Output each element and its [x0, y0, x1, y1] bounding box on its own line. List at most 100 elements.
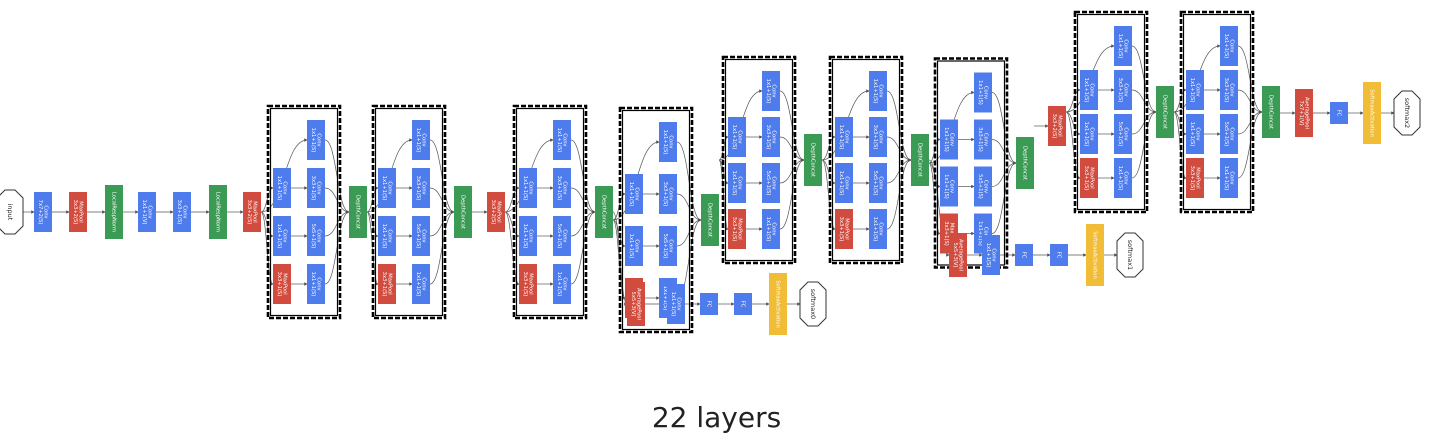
io-label: input [6, 204, 14, 221]
node-rect [1262, 86, 1280, 138]
node-label: FC [740, 301, 746, 308]
node-rect [869, 71, 887, 111]
node-label: MaxPool3x3+1(S) [276, 272, 287, 297]
inception-module-frame [371, 104, 447, 320]
node-rect [1220, 26, 1238, 66]
io-shape [0, 189, 24, 235]
frame-inner-border [724, 58, 794, 262]
node-label: DepthConcat [1268, 95, 1274, 129]
node-rect [1156, 86, 1174, 138]
node-rect [762, 117, 780, 157]
layer-node-conv-1x1-1-s: Conv1x1+1(S) [667, 284, 685, 324]
node-rect [595, 186, 613, 238]
node-label: DepthConcat [810, 143, 816, 177]
node-rect [349, 186, 367, 238]
node-label: Conv1x1+1(S) [977, 80, 988, 105]
node-label: Conv1x1+1(V) [141, 200, 152, 225]
node-rect [627, 282, 645, 326]
layer-node-conv-1x1-1-s: Conv1x1+1(S) [273, 168, 291, 208]
layer-node-conv-1x1-1-s: Conv1x1+1(S) [1080, 114, 1098, 154]
layer-node-conv-1x1-1-s: Conv1x1+1(S) [659, 122, 677, 162]
node-label: AveragePool5x5+3(V) [952, 239, 963, 271]
node-rect [412, 120, 430, 160]
node-rect [1330, 102, 1348, 124]
connection-edge [504, 211, 520, 238]
node-label: Conv1x1+1(S) [943, 174, 954, 199]
node-label: MaxPool3x3+2(S) [72, 200, 83, 225]
node-label: AveragePool7x7+1(V) [1298, 97, 1309, 129]
inception-module-frame [828, 55, 904, 265]
layer-node-localrespnorm: LocalRespNorm [105, 185, 123, 239]
io-shape [1116, 232, 1144, 278]
node-rect [1015, 244, 1033, 266]
node-rect [1186, 158, 1204, 198]
node-label: Conv1x1+1(S) [731, 125, 742, 150]
layer-node-conv-3x3-1-s: Conv3x3+1(S) [1114, 70, 1132, 110]
node-rect [1220, 114, 1238, 154]
node-label: Conv1x1+1(S) [556, 272, 567, 297]
frame-border [1179, 10, 1255, 214]
node-label: AveragePool5x5+3(V) [630, 288, 641, 320]
node-label: Conv3x3+1(S) [1117, 78, 1128, 103]
node-label: DepthConcat [917, 143, 923, 177]
node-label: Conv1x1+1(S) [276, 224, 287, 249]
node-rect [769, 273, 787, 335]
connection-edge [1065, 111, 1081, 136]
layer-node-maxpool-3x3-2-s: MaxPool3x3+2(S) [1048, 106, 1066, 146]
layer-node-depthconcat: DepthConcat [1156, 86, 1174, 138]
node-label: MaxPool3x3+1(S) [1083, 166, 1094, 191]
layer-node-conv-1x1-1-s: Conv1x1+1(S) [307, 120, 325, 160]
connection-edge [366, 211, 379, 286]
node-label: MaxPool3x3+2(S) [490, 200, 501, 225]
node-rect [307, 264, 325, 304]
node-label: Conv1x1+1(S) [628, 234, 639, 259]
node-label: Conv1x1+1(S) [977, 221, 988, 246]
layer-node-conv-5x5-1-s: Conv5x5+1(S) [307, 216, 325, 256]
node-label: Conv3x3+1(S) [556, 176, 567, 201]
layer-node-conv-1x1-1-s: Conv1x1+1(S) [982, 235, 1000, 275]
node-label: Conv1x1+1(S) [522, 224, 533, 249]
node-rect [1220, 70, 1238, 110]
node-rect [173, 192, 191, 232]
node-label: FC [1021, 252, 1027, 259]
frame-border [266, 104, 342, 320]
frame-inner-border [374, 107, 444, 317]
frame-inner-border [515, 107, 585, 317]
node-label: Conv1x1+1(S) [381, 176, 392, 201]
layer-node-softmax1: softmax1 [1116, 232, 1144, 278]
node-rect [519, 264, 537, 304]
node-label: Conv3x3+1(S) [662, 182, 673, 207]
node-label: Conv1x1+1(S) [872, 79, 883, 104]
node-rect [412, 216, 430, 256]
node-label: Conv1x1+1(S) [1189, 122, 1200, 147]
node-label: Conv1x1+1(S) [1083, 78, 1094, 103]
node-label: DepthConcat [1022, 146, 1028, 180]
inception-module-frame [512, 104, 588, 320]
frame-border [721, 55, 797, 265]
frame-inner-border [269, 107, 339, 317]
layer-node-conv-1x1-1-s: Conv1x1+1(S) [273, 216, 291, 256]
node-rect [553, 264, 571, 304]
node-label: FC [1336, 110, 1342, 117]
frame-border [1073, 10, 1149, 214]
node-label: Conv1x1+1(S) [731, 171, 742, 196]
node-rect [835, 163, 853, 203]
layer-node-maxpool-3x3-1-s: MaxPool3x3+1(S) [378, 264, 396, 304]
layer-node-conv-1x1-1-s: Conv1x1+1(S) [762, 209, 780, 249]
node-label: LocalRespNorm [111, 192, 117, 232]
node-label: Conv3x3+1(S) [977, 127, 988, 152]
node-rect [378, 216, 396, 256]
node-rect [835, 117, 853, 157]
node-rect [273, 216, 291, 256]
node-label: Conv5x5+1(S) [1117, 122, 1128, 147]
node-rect [700, 293, 718, 315]
node-rect [1080, 70, 1098, 110]
node-rect [1363, 82, 1381, 144]
node-rect [869, 163, 887, 203]
node-label: Conv1x1+1(S) [1189, 78, 1200, 103]
layer-node-conv-1x1-1-s: Conv1x1+1(S) [1220, 158, 1238, 198]
node-rect [974, 72, 992, 113]
node-label: Conv5x5+1(S) [415, 224, 426, 249]
node-label: Conv5x5+1(S) [310, 224, 321, 249]
layer-node-conv-5x5-1-s: Conv5x5+1(S) [762, 163, 780, 203]
